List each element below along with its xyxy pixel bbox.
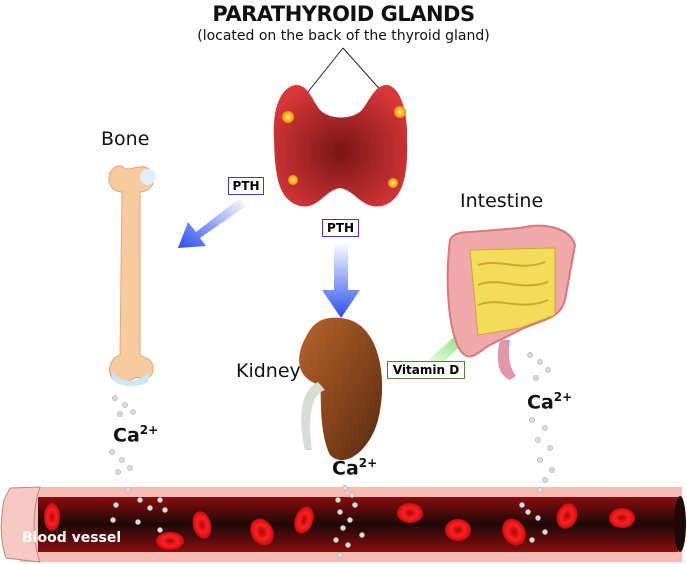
pth-kidney-badge: PTH	[322, 219, 359, 237]
calcium-ions	[109, 352, 555, 558]
calcium-ion-dot	[337, 509, 343, 515]
calcium-ion-dot	[345, 542, 351, 548]
red-blood-cell	[44, 503, 60, 531]
red-blood-cell	[397, 503, 423, 523]
calcium-ion-dot	[537, 457, 543, 463]
calcium-ion-dot	[542, 425, 548, 431]
pth-bone-badge: PTH	[228, 177, 264, 195]
red-blood-cell	[445, 519, 471, 541]
calcium-ion-dot	[519, 502, 525, 508]
calcium-ion-dot	[359, 532, 365, 538]
calcium-symbol: Ca	[527, 391, 554, 414]
calcium-charge: 2+	[358, 456, 378, 470]
parathyroid-gland	[388, 178, 398, 188]
calcium-ion-dot	[122, 402, 128, 408]
bone	[108, 165, 156, 387]
calcium-ion-dot	[535, 515, 541, 521]
blood-vessel-label: Blood vessel	[22, 530, 122, 546]
calcium-ion-dot	[335, 497, 341, 503]
parathyroid-gland	[282, 111, 294, 123]
calcium-ion-dot	[542, 529, 548, 535]
calcium-ion-dot	[157, 497, 163, 503]
calcium-ion-dot	[352, 502, 358, 508]
red-blood-cell	[609, 508, 635, 528]
calcium-ion-dot	[537, 487, 543, 493]
parathyroid-gland	[288, 175, 298, 185]
thyroid-gland	[273, 84, 408, 207]
calcium-ion-dot	[342, 485, 348, 491]
calcium-charge: 2+	[553, 390, 573, 404]
calcium-ion-dot	[537, 359, 543, 365]
calcium-ion-dot	[533, 375, 539, 381]
calcium-symbol: Ca	[332, 457, 359, 480]
calcium-label-kidney: Ca2+	[332, 456, 377, 479]
calcium-ion-dot	[109, 449, 115, 455]
red-blood-cell	[250, 518, 274, 546]
parathyroid-gland	[394, 106, 406, 118]
calcium-ion-dot	[125, 487, 131, 493]
kidney-label: Kidney	[236, 360, 301, 382]
pth-arrow-to-bone	[178, 198, 246, 248]
intestine	[446, 224, 577, 380]
calcium-ion-dot	[117, 411, 123, 417]
calcium-ion-dot	[547, 445, 553, 451]
page-subtitle: (located on the back of the thyroid glan…	[197, 28, 490, 44]
calcium-ion-dot	[535, 437, 541, 443]
calcium-ion-dot	[115, 469, 121, 475]
calcium-ion-dot	[340, 525, 346, 531]
pth-arrow-to-kidney	[322, 242, 360, 318]
red-blood-cell	[156, 532, 184, 550]
calcium-ion-dot	[333, 537, 339, 543]
calcium-ion-dot	[119, 457, 125, 463]
calcium-ion-dot	[549, 467, 555, 473]
calcium-label-bone: Ca2+	[113, 423, 158, 446]
calcium-ion-dot	[525, 509, 531, 515]
red-blood-cell	[502, 518, 526, 546]
calcium-ion-dot	[337, 552, 343, 558]
blood-vessel	[0, 486, 686, 563]
vitamin-d-badge: Vitamin D	[387, 361, 465, 379]
intestine-label: Intestine	[460, 190, 544, 212]
red-blood-cells	[44, 503, 635, 550]
calcium-ion-dot	[110, 517, 116, 523]
calcium-ion-dot	[130, 409, 136, 415]
calcium-label-intestine: Ca2+	[527, 390, 572, 413]
calcium-ion-dot	[347, 517, 353, 523]
calcium-ion-dot	[112, 395, 118, 401]
calcium-ion-dot	[527, 352, 533, 358]
red-blood-cell	[192, 511, 212, 539]
calcium-ion-dot	[542, 477, 548, 483]
calcium-ion-dot	[113, 502, 119, 508]
calcium-ion-dot	[529, 537, 535, 543]
calcium-symbol: Ca	[113, 424, 140, 447]
calcium-ion-dot	[529, 417, 535, 423]
calcium-ion-dot	[349, 492, 355, 498]
calcium-ion-dot	[135, 519, 141, 525]
kidney	[299, 317, 383, 461]
calcium-charge: 2+	[139, 423, 159, 437]
page-title: PARATHYROID GLANDS	[212, 2, 475, 26]
red-blood-cell	[294, 506, 314, 534]
calcium-ion-dot	[147, 505, 153, 511]
calcium-ion-dot	[162, 507, 168, 513]
calcium-ion-dot	[545, 367, 551, 373]
bone-label: Bone	[101, 128, 150, 150]
calcium-ion-dot	[127, 465, 133, 471]
calcium-ion-dot	[157, 527, 163, 533]
red-blood-cell	[556, 503, 578, 529]
calcium-ion-dot	[137, 497, 143, 503]
